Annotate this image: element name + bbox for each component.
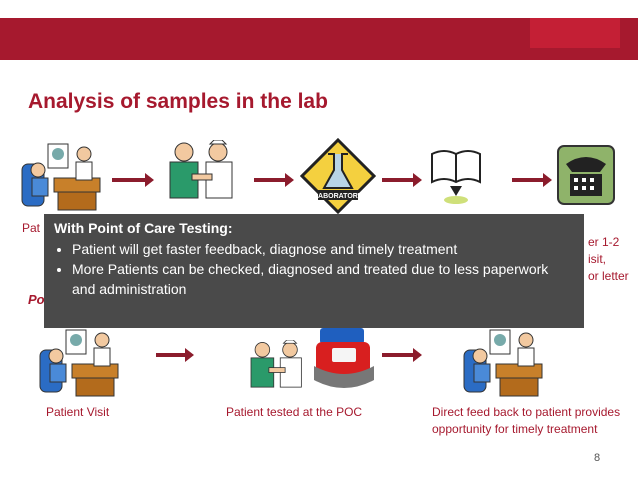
- svg-text:LABORATORY: LABORATORY: [314, 193, 363, 200]
- doctor-consultation-icon: [463, 329, 543, 397]
- callout-bullet: Patient will get faster feedback, diagno…: [72, 239, 574, 259]
- flow-arrow: [112, 173, 154, 187]
- poc-benefits-callout: With Point of Care Testing: Patient will…: [44, 214, 584, 328]
- poc-device-icon: [314, 328, 374, 388]
- page-number: 8: [594, 452, 601, 464]
- top-caption-right-line3: or letter: [588, 269, 629, 283]
- flow-arrow: [382, 348, 422, 362]
- top-caption-right-line2: isit,: [588, 252, 606, 266]
- callout-heading: With Point of Care Testing:: [54, 220, 233, 236]
- flow-arrow: [254, 173, 294, 187]
- flow-arrow: [382, 173, 422, 187]
- poc-section-label: Poi: [28, 292, 49, 307]
- doctor-consultation-icon: [21, 143, 101, 211]
- blood-test-icon: [250, 340, 302, 388]
- caption-patient-tested: Patient tested at the POC: [226, 405, 363, 419]
- callout-bullet-list: Patient will get faster feedback, diagno…: [54, 239, 574, 299]
- callout-bullet: More Patients can be checked, diagnosed …: [72, 259, 574, 299]
- laboratory-icon: LABORATORY: [300, 138, 376, 214]
- caption-patient-visit: Patient Visit: [46, 405, 110, 419]
- caption-direct-feedback: Direct feed back to patient provides opp…: [432, 405, 621, 436]
- header-banner-accent: [530, 18, 620, 48]
- flow-arrow: [512, 173, 552, 187]
- top-caption-right-line1: er 1-2: [588, 235, 620, 249]
- blood-test-icon: [169, 140, 233, 199]
- slide-title: Analysis of samples in the lab: [28, 90, 328, 113]
- flow-arrow: [156, 348, 194, 362]
- report-book-icon: [431, 150, 481, 204]
- top-caption-left: Pat: [22, 221, 41, 235]
- doctor-consultation-icon: [39, 329, 119, 397]
- telephone-icon: [557, 145, 615, 205]
